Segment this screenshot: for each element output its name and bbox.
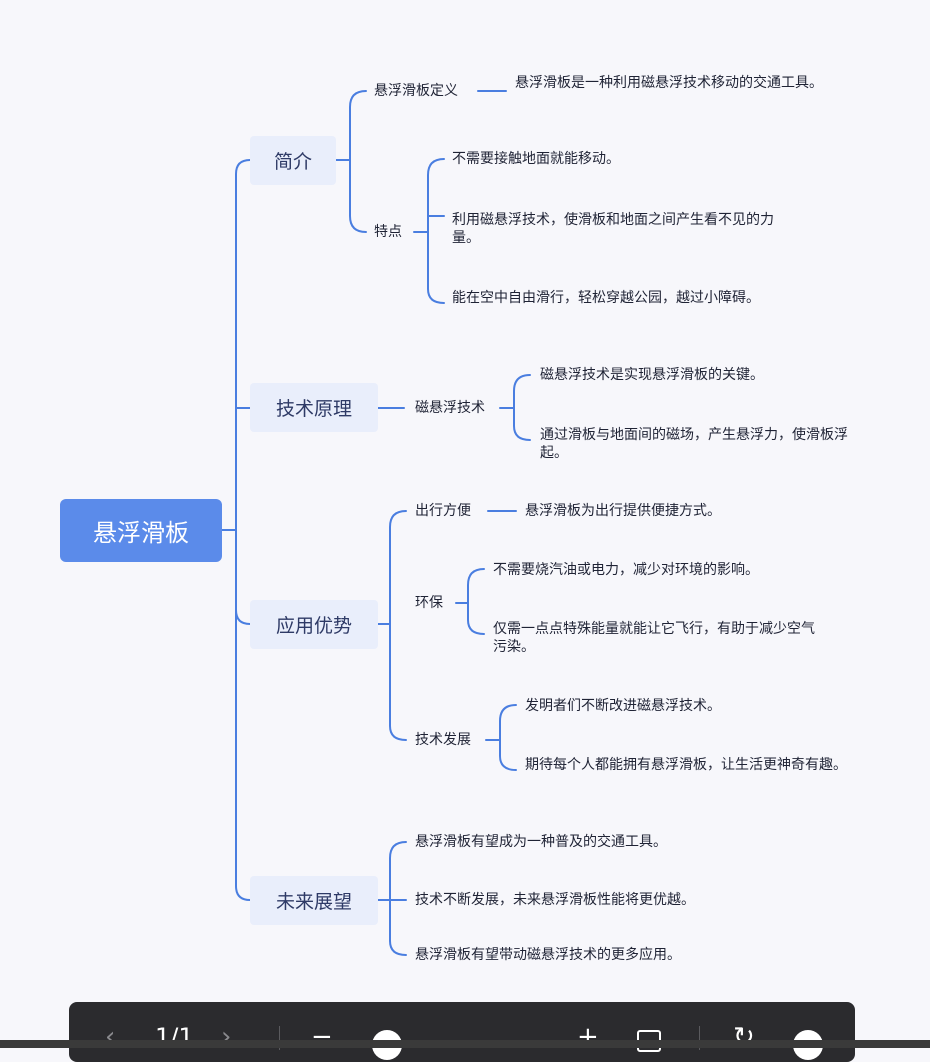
node-eco-1[interactable]: 不需要烧汽油或电力，减少对环境的影响。 bbox=[493, 562, 759, 578]
node-eco-2[interactable]: 仅需一点点特殊能量就能让它飞行，有助于减少空气污染。 bbox=[493, 621, 815, 655]
chevron-right-icon[interactable]: › bbox=[221, 1022, 232, 1052]
window-bottom-edge bbox=[0, 1040, 930, 1048]
node-features[interactable]: 特点 bbox=[374, 224, 402, 240]
node-definition[interactable]: 悬浮滑板定义 bbox=[374, 83, 458, 99]
node-tech-1[interactable]: 磁悬浮技术是实现悬浮滑板的关键。 bbox=[540, 367, 764, 383]
node-future-2[interactable]: 技术不断发展，未来悬浮滑板性能将更优越。 bbox=[415, 892, 695, 908]
node-maglev[interactable]: 磁悬浮技术 bbox=[415, 400, 485, 416]
node-feature-3[interactable]: 能在空中自由滑行，轻松穿越公园，越过小障碍。 bbox=[452, 290, 760, 306]
toolbar-divider bbox=[279, 1026, 280, 1050]
node-eco[interactable]: 环保 bbox=[415, 595, 443, 611]
node-convenience-text[interactable]: 悬浮滑板为出行提供便捷方式。 bbox=[525, 503, 721, 519]
node-feature-1[interactable]: 不需要接触地面就能移动。 bbox=[452, 151, 620, 167]
toolbar-divider bbox=[699, 1026, 700, 1050]
mind-map: 悬浮滑板 简介 技术原理 应用优势 未来展望 悬浮滑板定义 悬浮滑板是一种利用磁… bbox=[60, 75, 848, 963]
root-node[interactable]: 悬浮滑板 bbox=[60, 499, 222, 562]
node-feature-2[interactable]: 利用磁悬浮技术，使滑板和地面之间产生看不见的力量。 bbox=[452, 212, 774, 246]
node-dev-2[interactable]: 期待每个人都能拥有悬浮滑板，让生活更神奇有趣。 bbox=[525, 757, 847, 773]
chevron-left-icon[interactable]: ‹ bbox=[105, 1022, 116, 1052]
node-definition-text[interactable]: 悬浮滑板是一种利用磁悬浮技术移动的交通工具。 bbox=[515, 75, 823, 91]
node-future-3[interactable]: 悬浮滑板有望带动磁悬浮技术的更多应用。 bbox=[415, 947, 681, 963]
node-future[interactable]: 未来展望 bbox=[250, 876, 378, 925]
node-advantages[interactable]: 应用优势 bbox=[250, 600, 378, 649]
node-tech[interactable]: 技术原理 bbox=[250, 383, 378, 432]
viewer-toolbar: ‹ 1/1 › − + ↻ bbox=[69, 1002, 855, 1062]
node-tech-2[interactable]: 通过滑板与地面间的磁场，产生悬浮力，使滑板浮起。 bbox=[540, 427, 848, 461]
node-convenience[interactable]: 出行方便 bbox=[415, 503, 471, 519]
connector-lines bbox=[221, 90, 531, 956]
node-intro[interactable]: 简介 bbox=[250, 136, 336, 185]
node-dev-1[interactable]: 发明者们不断改进磁悬浮技术。 bbox=[525, 698, 721, 714]
node-dev[interactable]: 技术发展 bbox=[415, 732, 471, 748]
node-future-1[interactable]: 悬浮滑板有望成为一种普及的交通工具。 bbox=[415, 834, 667, 850]
